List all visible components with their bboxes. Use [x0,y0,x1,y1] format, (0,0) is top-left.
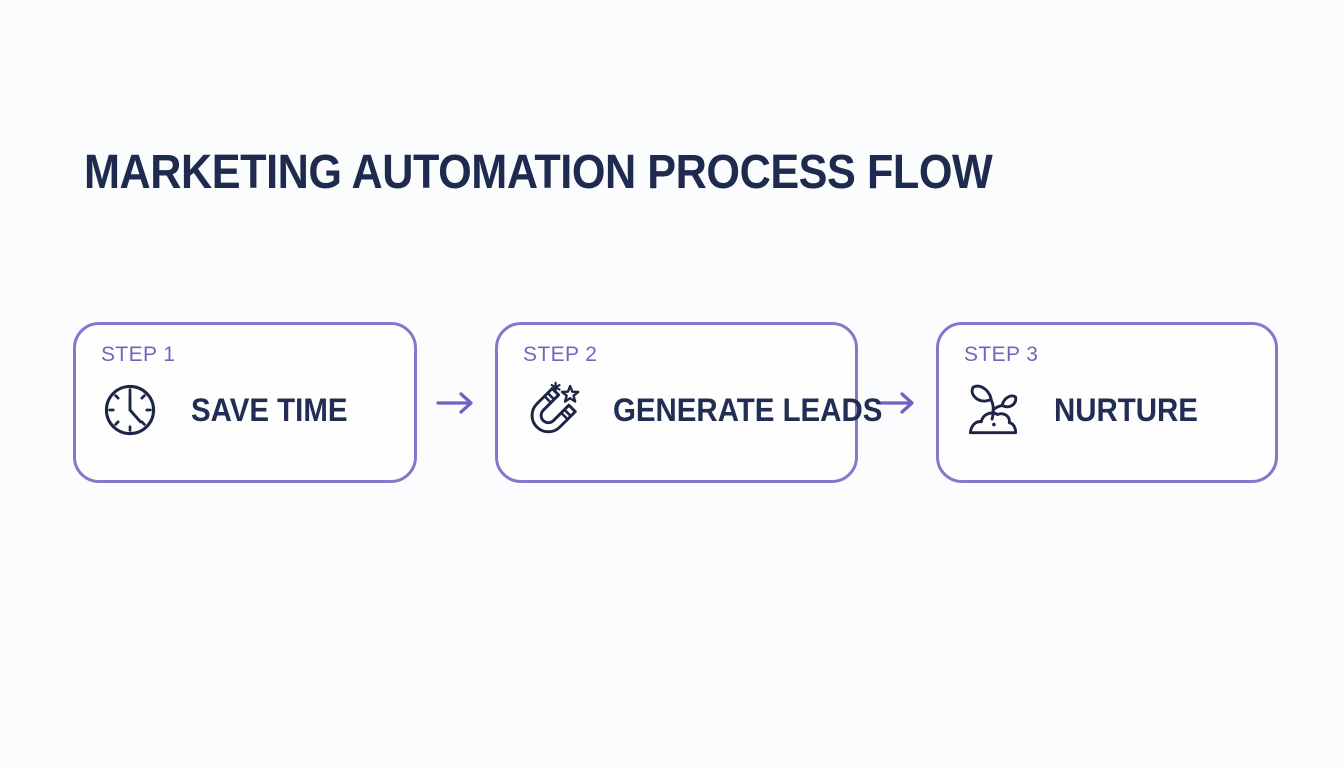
right-arrow-icon [436,390,476,416]
flow-connector [417,322,495,483]
step-label: STEP 2 [523,343,598,366]
clock-icon [101,381,159,439]
flow-connector [858,322,936,483]
step-label: STEP 1 [101,343,176,366]
right-arrow-icon [877,390,917,416]
step-box-save-time: STEP 1 SAVE TIME [73,322,417,483]
step-box-nurture: STEP 3 NURTURE [936,322,1278,483]
sprout-icon [964,381,1022,439]
step-title: NURTURE [1054,392,1198,428]
magnet-icon [523,381,581,439]
step-label: STEP 3 [964,343,1039,366]
step-main-row: SAVE TIME [101,381,394,439]
step-title: GENERATE LEADS [613,392,883,428]
step-box-generate-leads: STEP 2 GENERATE LEADS [495,322,882,483]
page-title: MARKETING AUTOMATION PROCESS FLOW [84,146,993,199]
step-main-row: GENERATE LEADS [523,381,882,439]
process-flow: STEP 1 SAVE TIME STEP 2 [73,322,1278,483]
step-main-row: NURTURE [964,381,1255,439]
step-title: SAVE TIME [191,392,348,428]
